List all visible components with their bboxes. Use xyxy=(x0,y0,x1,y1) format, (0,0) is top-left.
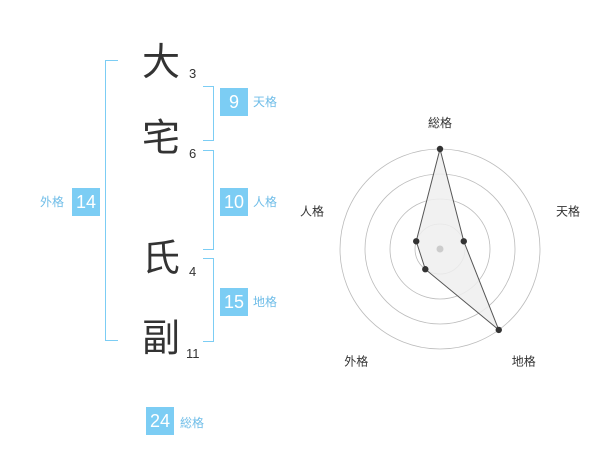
jinkaku-label: 人格 xyxy=(253,195,278,209)
radar-axis-label-2: 天格 xyxy=(556,203,580,218)
radar-point-3 xyxy=(495,326,502,334)
radar-point-2 xyxy=(460,238,467,245)
radar-axis-label-1: 総格 xyxy=(428,115,452,130)
chikaku-bracket xyxy=(203,258,214,342)
soukaku-value: 24 xyxy=(146,407,174,435)
char-1: 大 xyxy=(142,40,181,84)
char-3-strokes: 4 xyxy=(189,264,197,279)
jinkaku-bracket xyxy=(203,150,214,250)
radar-point-5 xyxy=(413,238,420,245)
jinkaku-value: 10 xyxy=(220,188,248,216)
tenkaku-label: 天格 xyxy=(253,95,278,109)
radar-center-dot xyxy=(436,245,444,253)
char-2: 宅 xyxy=(142,116,181,160)
char-4: 副 xyxy=(142,316,181,360)
char-4-strokes: 11 xyxy=(186,346,200,361)
radar-point-4 xyxy=(422,266,429,273)
gaikaku-bracket xyxy=(105,60,118,341)
gaikaku-label: 外格 xyxy=(40,195,65,209)
chikaku-label: 地格 xyxy=(253,295,278,309)
char-2-strokes: 6 xyxy=(189,146,197,161)
char-3: 氏 xyxy=(142,236,181,280)
char-1-strokes: 3 xyxy=(189,66,197,81)
radar-axis-label-4: 外格 xyxy=(344,354,368,369)
radar-point-1 xyxy=(436,145,444,153)
radar-axis-label-5: 人格 xyxy=(300,203,324,218)
radar-polygon xyxy=(415,148,500,331)
radar-axis-label-3: 地格 xyxy=(512,354,536,369)
chikaku-value: 15 xyxy=(220,288,248,316)
gaikaku-value: 14 xyxy=(72,188,100,216)
tenkaku-value: 9 xyxy=(220,88,248,116)
radar-points xyxy=(413,145,502,334)
tenkaku-bracket xyxy=(203,86,214,141)
soukaku-label: 総格 xyxy=(180,416,205,430)
